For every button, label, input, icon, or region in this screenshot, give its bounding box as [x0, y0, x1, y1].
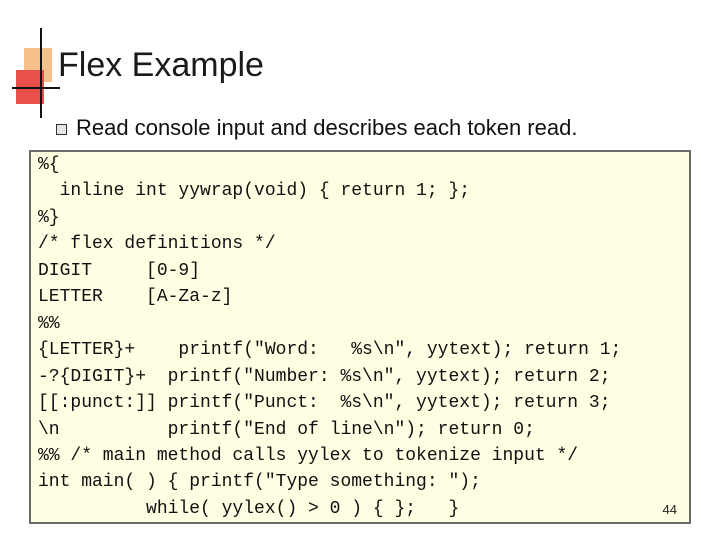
code-line: %{: [38, 155, 60, 175]
code-line: -?{DIGIT}+ printf("Number: %s\n", yytext…: [38, 366, 611, 387]
decorative-horizontal-line: [12, 87, 60, 89]
code-listing: %{ inline int yywrap(void) { return 1; }…: [38, 152, 621, 522]
bullet-item: Read console input and describes each to…: [56, 114, 577, 142]
code-line: inline int yywrap(void) { return 1; };: [38, 181, 471, 202]
code-line: [[:punct:]] printf("Punct: %s\n", yytext…: [38, 393, 611, 414]
code-line: int main( ) { printf("Type something: ")…: [38, 472, 481, 493]
code-line: LETTER [A-Za-z]: [38, 287, 233, 308]
code-line: {LETTER}+ printf("Word: %s\n", yytext); …: [38, 340, 622, 361]
code-line: /* flex definitions */: [38, 234, 276, 255]
code-line: %%: [38, 313, 60, 334]
square-bullet-icon: [56, 123, 67, 135]
code-line: \n printf("End of line\n"); return 0;: [38, 419, 535, 440]
slide-title: Flex Example: [58, 46, 264, 84]
decorative-vertical-line: [40, 28, 42, 118]
code-block: %{ inline int yywrap(void) { return 1; }…: [29, 150, 691, 524]
page-number: 44: [662, 502, 677, 517]
code-line: while( yylex() > 0 ) { }; }: [38, 498, 460, 519]
code-line: DIGIT [0-9]: [38, 260, 201, 281]
code-line: %}: [38, 207, 60, 228]
code-line: %% /* main method calls yylex to tokeniz…: [38, 445, 579, 466]
bullet-text: Read console input and describes each to…: [76, 115, 578, 140]
